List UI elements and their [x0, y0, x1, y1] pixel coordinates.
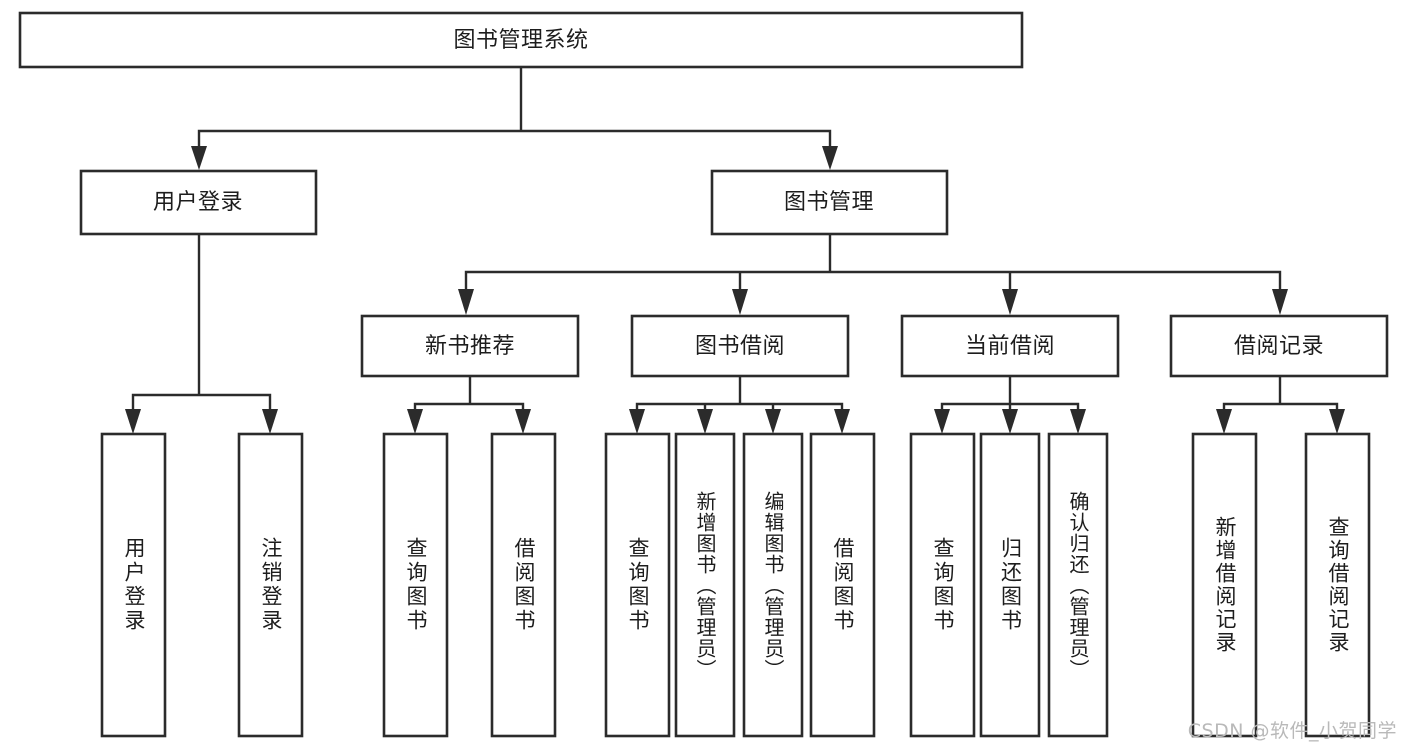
link-borrowrecord-to-bus: [1222, 374, 1339, 415]
leaf-box-borrow-book-1[interactable]: [490, 432, 557, 738]
link-newbook-to-bus: [413, 374, 525, 415]
leaf-box-query-book-1[interactable]: [382, 432, 449, 738]
leaf-box-query-book-3[interactable]: [909, 432, 976, 738]
arrow-to-leaf-add-book: [697, 409, 713, 434]
leaf-box-query-book-2[interactable]: [604, 432, 671, 738]
arrow-to-leaf-borrow-book-1: [515, 409, 531, 434]
node-current-borrow-label: 当前借阅: [965, 334, 1055, 359]
leaf-box-borrow-book-2[interactable]: [809, 432, 876, 738]
node-user-login-box[interactable]: [79, 169, 318, 236]
link-currentborrow-to-bus: [940, 374, 1080, 415]
leaf-box-logout-login[interactable]: [237, 432, 304, 738]
link-root-to-bus: [197, 65, 832, 154]
node-borrow-record[interactable]: 借阅记录: [1169, 314, 1389, 378]
node-new-book-rec-box[interactable]: [360, 314, 580, 378]
connector-layer: [125, 65, 1345, 434]
arrow-to-current-borrow: [1002, 289, 1018, 315]
node-current-borrow-box[interactable]: [900, 314, 1120, 378]
arrow-to-leaf-query-book-2: [629, 409, 645, 434]
node-user-login[interactable]: 用户登录: [79, 169, 318, 236]
node-root-box[interactable]: [18, 11, 1024, 69]
arrow-to-book-manage: [822, 146, 838, 170]
leaf-box-user-login[interactable]: [100, 432, 167, 738]
node-book-manage-label: 图书管理: [784, 190, 874, 215]
node-borrow-record-label: 借阅记录: [1234, 334, 1324, 359]
arrow-to-leaf-confirm-return: [1070, 409, 1086, 434]
arrow-to-leaf-edit-book: [765, 409, 781, 434]
node-book-borrow[interactable]: 图书借阅: [630, 314, 850, 378]
node-book-borrow-box[interactable]: [630, 314, 850, 378]
arrow-to-leaf-return-book: [1002, 409, 1018, 434]
arrow-to-leaf-add-record: [1216, 409, 1232, 434]
arrow-to-leaf-query-book-3: [934, 409, 950, 434]
node-root-label: 图书管理系统: [453, 28, 588, 53]
node-root[interactable]: 图书管理系统: [18, 11, 1024, 69]
node-user-login-label: 用户登录: [153, 190, 243, 215]
link-bookmanage-to-bus: [464, 232, 1282, 294]
link-userlogin-to-bus: [131, 232, 272, 415]
leaf-box-add-book[interactable]: [674, 432, 736, 738]
arrow-to-leaf-user-login: [125, 409, 141, 434]
leaf-box-edit-book[interactable]: [742, 432, 804, 738]
node-book-manage[interactable]: 图书管理: [710, 169, 949, 236]
arrow-to-leaf-query-book-1: [407, 409, 423, 434]
node-new-book-rec-label: 新书推荐: [425, 334, 515, 359]
node-borrow-record-box[interactable]: [1169, 314, 1389, 378]
arrow-to-user-login: [191, 146, 207, 170]
leaf-box-query-record[interactable]: [1304, 432, 1371, 738]
leaf-box-confirm-return[interactable]: [1047, 432, 1109, 738]
arrow-to-leaf-query-record: [1329, 409, 1345, 434]
node-book-manage-box[interactable]: [710, 169, 949, 236]
csdn-watermark: CSDN @软件_小贺同学: [1187, 720, 1397, 742]
arrow-to-new-book-rec: [458, 289, 474, 315]
arrow-to-borrow-record: [1272, 289, 1288, 315]
leaf-box-add-record[interactable]: [1191, 432, 1258, 738]
link-bookborrow-to-bus: [635, 374, 844, 415]
leaf-box-return-book[interactable]: [979, 432, 1041, 738]
arrow-to-book-borrow: [732, 289, 748, 315]
leaf-boxes-layer: [100, 432, 1371, 738]
arrow-to-leaf-logout-login: [262, 409, 278, 434]
node-current-borrow[interactable]: 当前借阅: [900, 314, 1120, 378]
arrow-to-leaf-borrow-book-2: [834, 409, 850, 434]
node-book-borrow-label: 图书借阅: [695, 334, 785, 359]
node-new-book-rec[interactable]: 新书推荐: [360, 314, 580, 378]
